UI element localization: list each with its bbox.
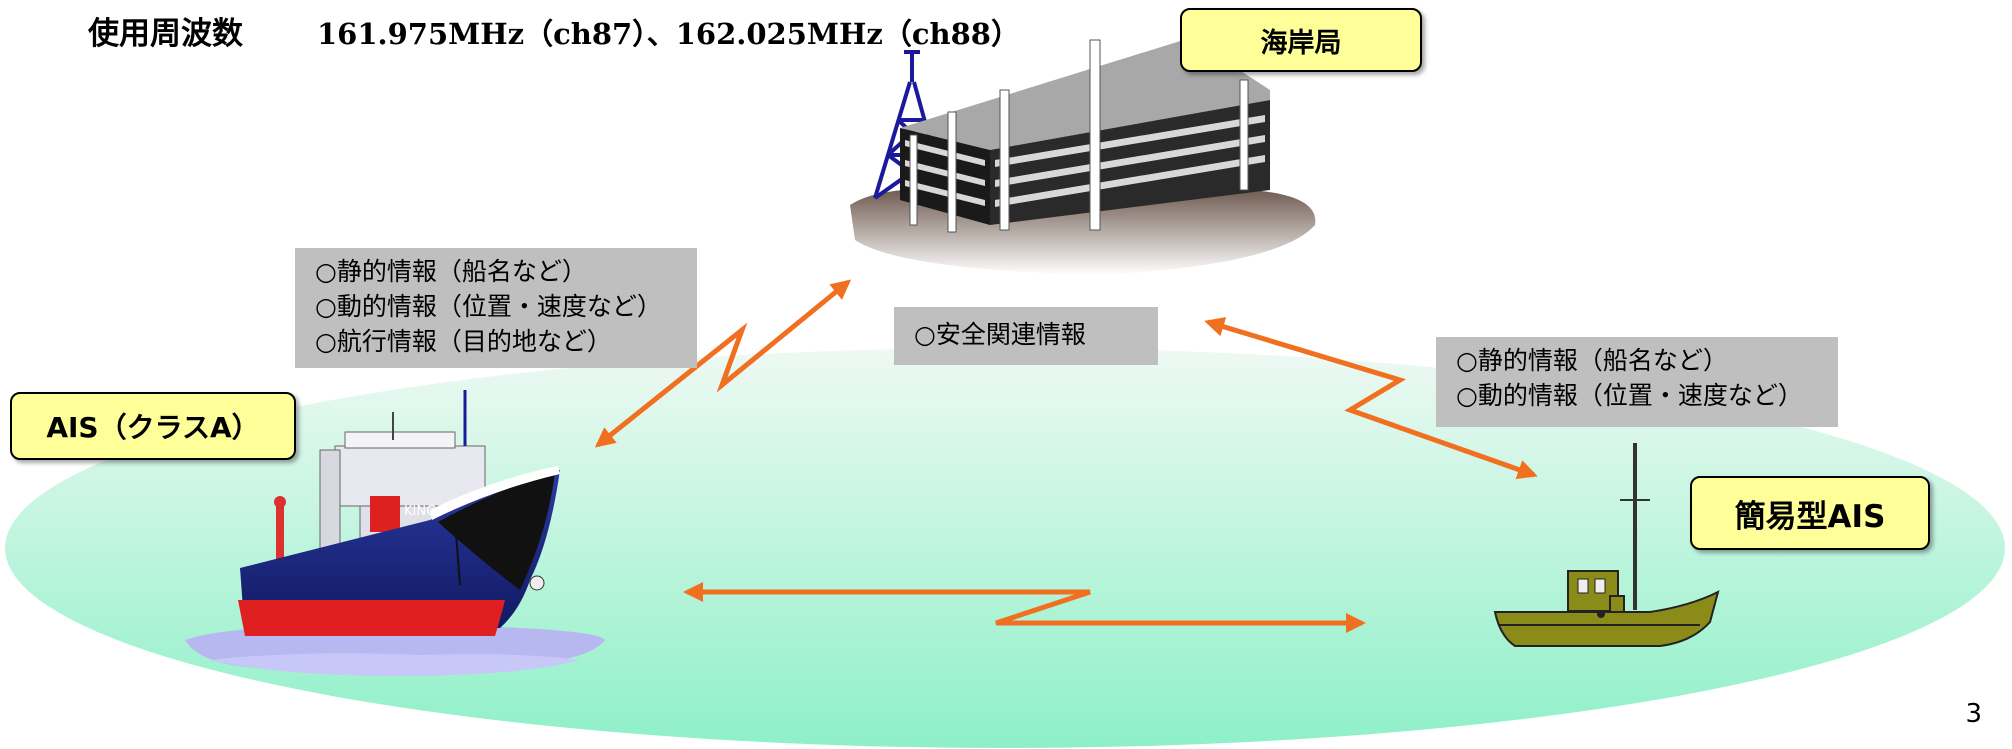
link-arrow-coast-simple (1204, 317, 1538, 480)
simple-ais-label: 簡易型AIS (1690, 476, 1930, 550)
class-a-info-line: ○航行情報（目的地など） (315, 327, 612, 356)
class-a-info-box: ○静的情報（船名など） ○動的情報（位置・速度など） ○航行情報（目的地など） (295, 248, 697, 368)
frequency-header: 使用周波数 161.975MHz（ch87）、162.025MHz（ch88） (88, 8, 1020, 53)
safety-info-line: ○安全関連情報 (914, 320, 1086, 349)
ship-name-text: KING (404, 504, 436, 519)
class-a-info-line: ○動的情報（位置・速度など） (315, 292, 662, 321)
frequency-label: 使用周波数 (88, 16, 243, 52)
frequency-values: 161.975MHz（ch87）、162.025MHz（ch88） (317, 17, 1020, 51)
class-a-info-line: ○静的情報（船名など） (315, 257, 587, 286)
simple-info-line: ○動的情報（位置・速度など） (1456, 381, 1803, 410)
link-arrow-class-a-simple (683, 582, 1366, 633)
safety-info-box: ○安全関連情報 (894, 307, 1158, 365)
class-a-label: AIS（クラスA） (10, 392, 296, 460)
class-a-ship-icon: KING (185, 390, 605, 676)
link-arrow-class-a-coast (594, 279, 852, 448)
coast-station-building (850, 38, 1316, 275)
coast-station-label: 海岸局 (1180, 8, 1422, 72)
simple-info-line: ○静的情報（船名など） (1456, 346, 1728, 375)
simple-ais-info-box: ○静的情報（船名など） ○動的情報（位置・速度など） (1436, 337, 1838, 427)
simple-ais-boat-icon (1493, 443, 1720, 647)
page-number: 3 (1965, 699, 1982, 729)
